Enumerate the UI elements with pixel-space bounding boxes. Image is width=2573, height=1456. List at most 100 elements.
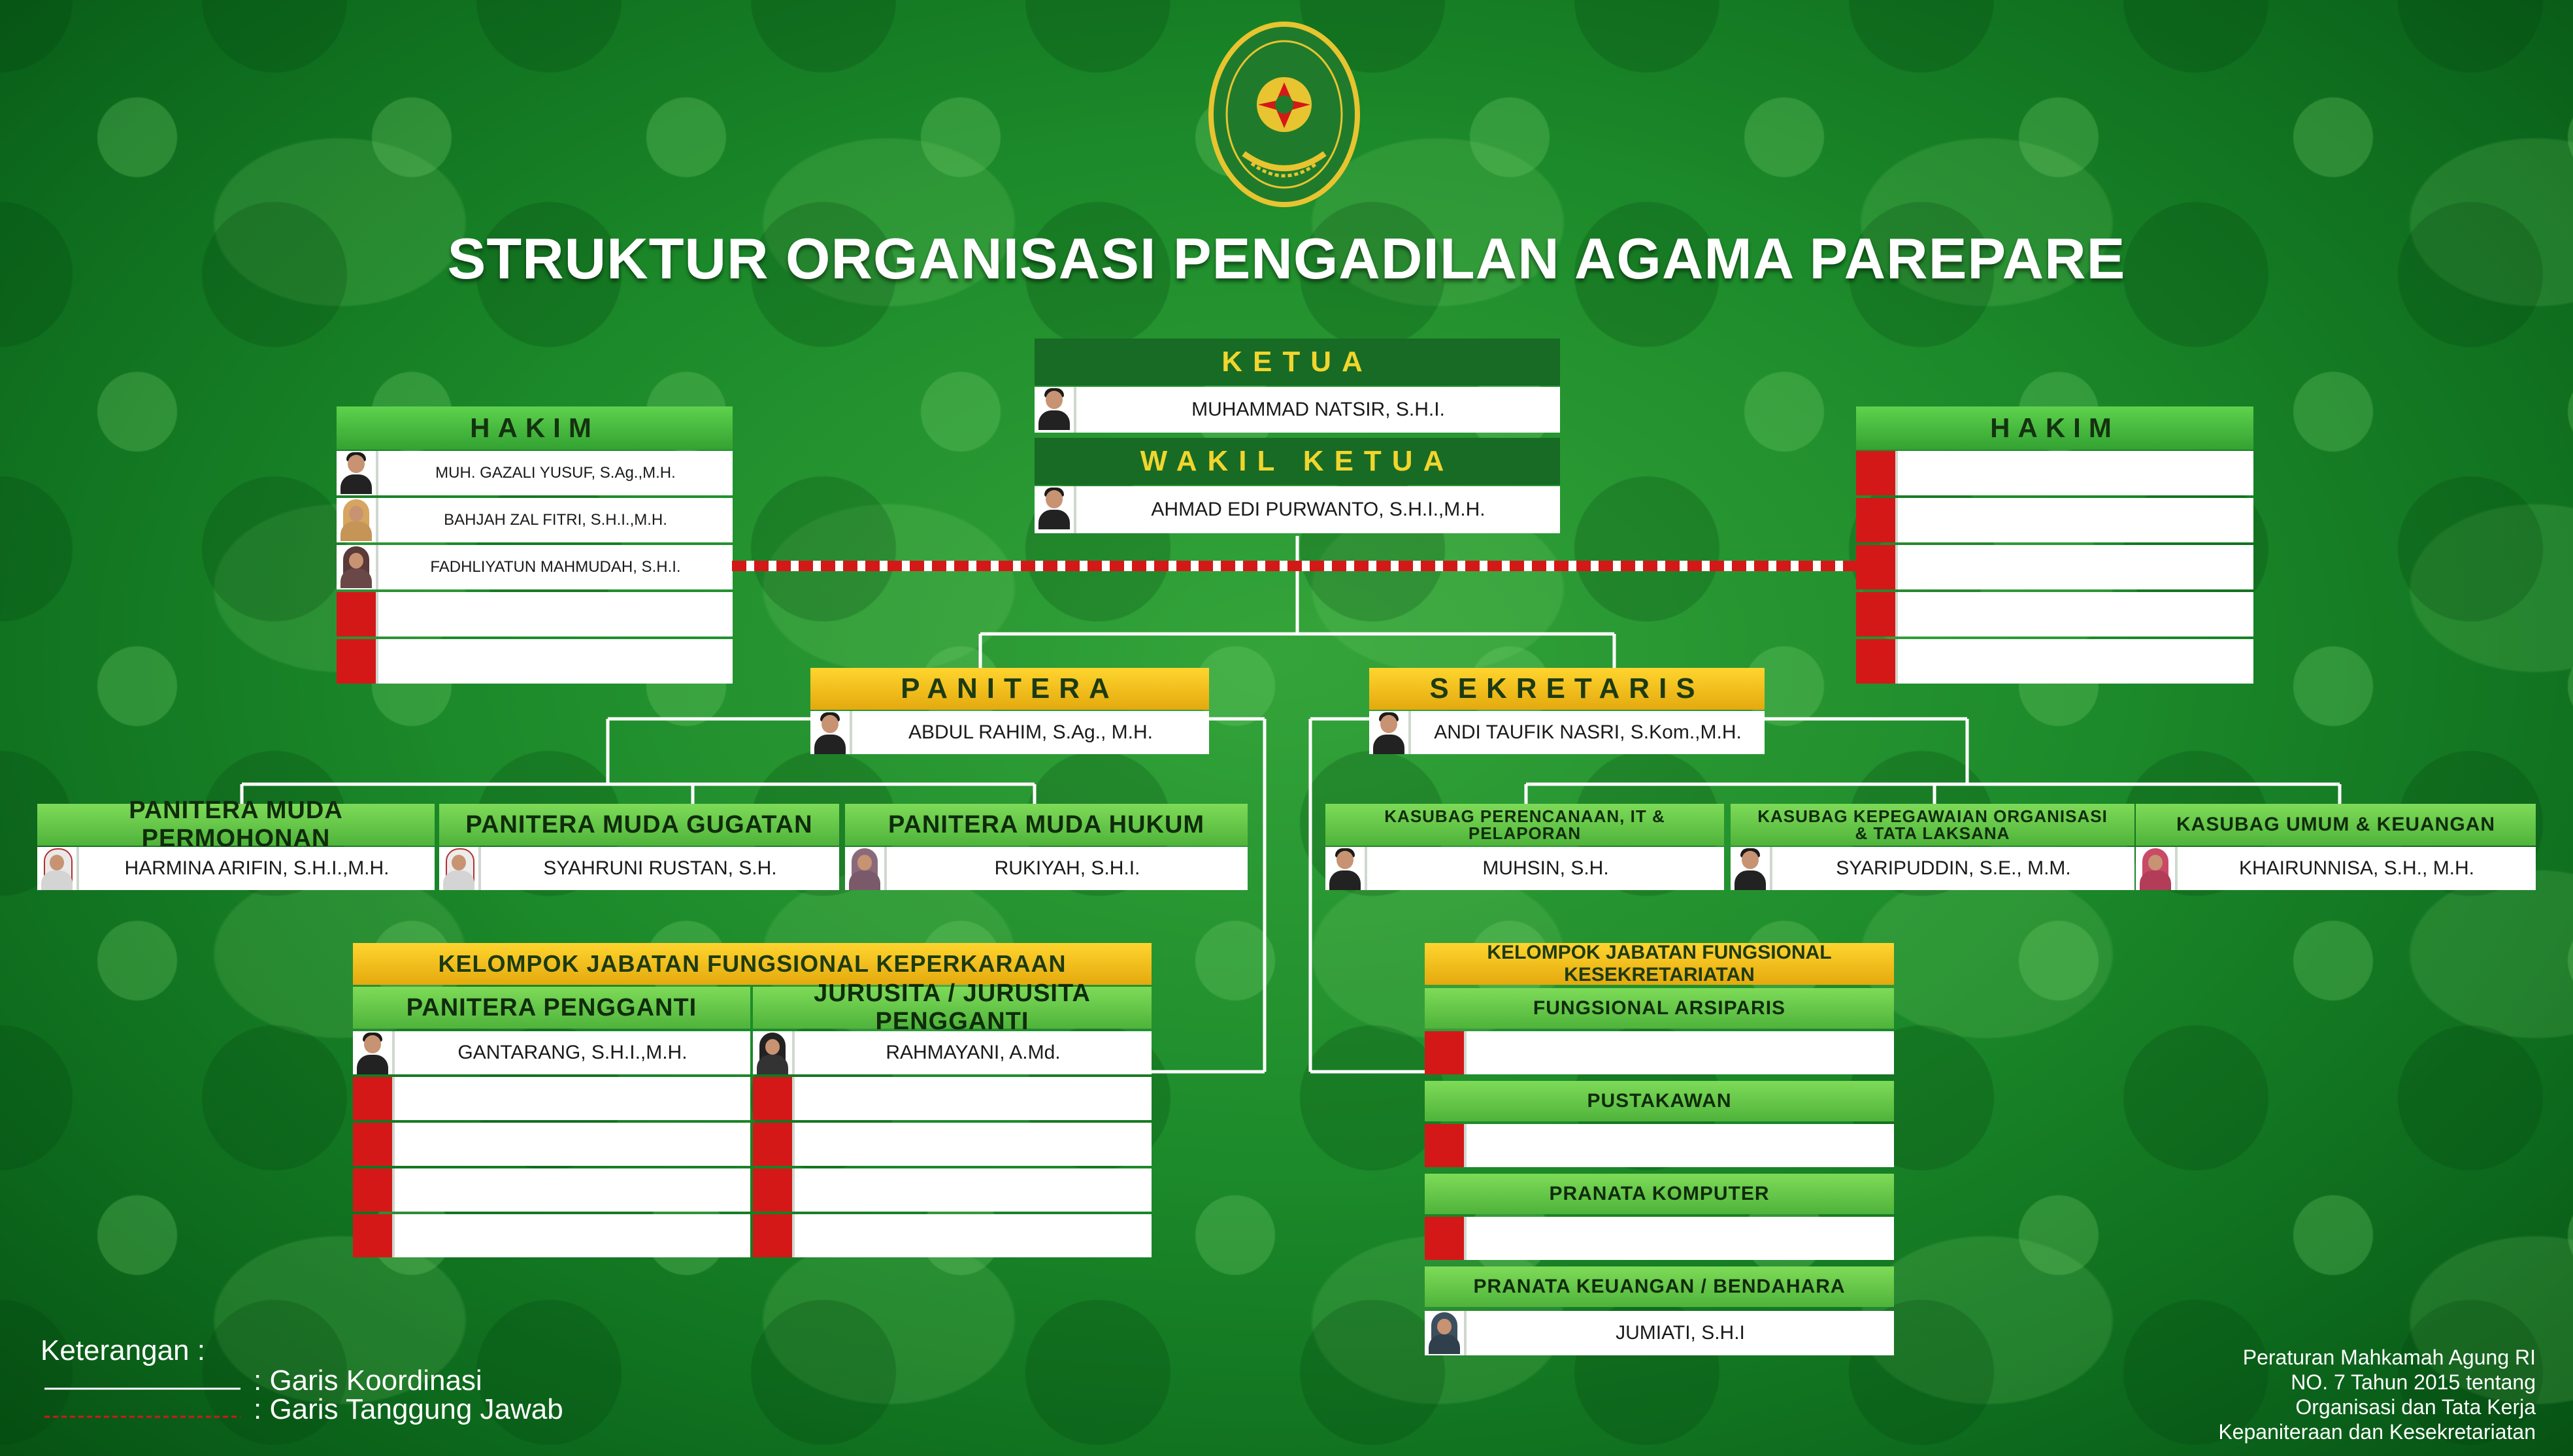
legend-label: Keterangan : [41, 1334, 205, 1366]
keperkaraan-header: KELOMPOK JABATAN FUNGSIONAL KEPERKARAAN [353, 943, 1152, 985]
pp-name: GANTARANG, S.H.I.,M.H. [392, 1031, 750, 1074]
empty-photo-slot [353, 1168, 392, 1212]
sekretaris-name: ANDI TAUFIK NASRI, S.Kom.,M.H. [1408, 711, 1765, 754]
ketua-name: MUHAMMAD NATSIR, S.H.I. [1074, 387, 1560, 433]
hakim-right-row-empty [1856, 592, 2253, 637]
hakim-left-list: MUH. GAZALI YUSUF, S.Ag.,M.H. BAHJAH ZAL… [337, 451, 733, 684]
kasubag-perencanaan-row: MUHSIN, S.H. [1325, 847, 1724, 890]
hakim-photo-avatar [337, 545, 376, 589]
hakim-right-row-empty [1856, 498, 2253, 542]
empty-photo-slot [353, 1077, 392, 1120]
hakim-name [1895, 545, 2253, 589]
panmud-hukum-row: RUKIYAH, S.H.I. [845, 847, 1248, 890]
kasubag-name: SYARIPUDDIN, S.E., M.M. [1770, 847, 2134, 890]
pp-name [392, 1077, 750, 1120]
ketua-row: MUHAMMAD NATSIR, S.H.I. [1035, 387, 1560, 433]
js-row-empty [753, 1214, 1152, 1257]
ketua-header: KETUA [1035, 339, 1560, 386]
hakim-left-row: FADHLIYATUN MAHMUDAH, S.H.I. [337, 545, 733, 589]
hakim-left-row-empty [337, 639, 733, 684]
panmud-photo-avatar [439, 847, 478, 890]
kasubag-perencanaan-header: KASUBAG PERENCANAAN, IT & PELAPORAN [1325, 804, 1724, 846]
sekretaris-row: ANDI TAUFIK NASRI, S.Kom.,M.H. [1369, 711, 1765, 754]
legend-solid-text: : Garis Koordinasi [254, 1365, 482, 1397]
panmud-gugatan-header: PANITERA MUDA GUGATAN [439, 804, 839, 846]
pp-row-empty [353, 1168, 750, 1212]
panmud-permohonan-row: HARMINA ARIFIN, S.H.I.,M.H. [37, 847, 435, 890]
pranata-komputer-header: PRANATA KOMPUTER [1425, 1174, 1894, 1214]
hakim-photo-avatar [337, 498, 376, 542]
empty-photo-slot [1425, 1124, 1464, 1167]
wakil-header: WAKIL KETUA [1035, 438, 1560, 485]
pp-photo-avatar [353, 1031, 392, 1074]
pp-row-empty [353, 1123, 750, 1166]
hakim-left-row: BAHJAH ZAL FITRI, S.H.I.,M.H. [337, 498, 733, 542]
hakim-name: MUH. GAZALI YUSUF, S.Ag.,M.H. [376, 451, 733, 495]
jurusita-list: RAHMAYANI, A.Md. [753, 1031, 1152, 1257]
panitera-row: ABDUL RAHIM, S.Ag., M.H. [810, 711, 1209, 754]
panmud-name: HARMINA ARIFIN, S.H.I.,M.H. [76, 847, 435, 890]
panmud-photo-avatar [845, 847, 884, 890]
regulation-line: Kepaniteraan dan Kesekretariatan [2218, 1420, 2536, 1444]
pustakawan-row-empty [1425, 1124, 1894, 1167]
kasubag-umum-header: KASUBAG UMUM & KEUANGAN [2136, 804, 2536, 846]
js-name: RAHMAYANI, A.Md. [792, 1031, 1152, 1074]
pp-name [392, 1168, 750, 1212]
hakim-name [1895, 451, 2253, 495]
hakim-name: BAHJAH ZAL FITRI, S.H.I.,M.H. [376, 498, 733, 542]
empty-photo-slot [337, 592, 376, 637]
kasubag-photo-avatar [1731, 847, 1770, 890]
pp-name [392, 1123, 750, 1166]
js-name [792, 1168, 1152, 1212]
pp-name [392, 1214, 750, 1257]
hakim-right-row-empty [1856, 545, 2253, 589]
hakim-photo-avatar [337, 451, 376, 495]
kasubag-name: KHAIRUNNISA, S.H., M.H. [2175, 847, 2536, 890]
hakim-name [1895, 639, 2253, 684]
js-row-empty [753, 1077, 1152, 1120]
pp-row: GANTARANG, S.H.I.,M.H. [353, 1031, 750, 1074]
js-row-empty [753, 1168, 1152, 1212]
empty-photo-slot [753, 1168, 792, 1212]
empty-photo-slot [753, 1214, 792, 1257]
js-photo-avatar [753, 1031, 792, 1074]
regulation-line: Organisasi dan Tata Kerja [2295, 1395, 2536, 1419]
hakim-right-row-empty [1856, 639, 2253, 684]
pranata-keuangan-photo-avatar [1425, 1311, 1464, 1355]
panitera-pengganti-list: GANTARANG, S.H.I.,M.H. [353, 1031, 750, 1257]
hakim-name [1895, 592, 2253, 637]
panmud-name: RUKIYAH, S.H.I. [884, 847, 1248, 890]
js-row: RAHMAYANI, A.Md. [753, 1031, 1152, 1074]
panmud-photo-avatar [37, 847, 76, 890]
empty-photo-slot [353, 1123, 392, 1166]
kasubag-kepegawaian-header: KASUBAG KEPEGAWAIAN ORGANISASI & TATA LA… [1731, 804, 2134, 846]
panmud-gugatan-row: SYAHRUNI RUSTAN, S.H. [439, 847, 839, 890]
arsiparis-name [1464, 1031, 1894, 1074]
hakim-left-row: MUH. GAZALI YUSUF, S.Ag.,M.H. [337, 451, 733, 495]
panitera-photo-avatar [810, 711, 850, 754]
empty-photo-slot [1425, 1217, 1464, 1260]
empty-photo-slot [753, 1077, 792, 1120]
pranata-keuangan-row: JUMIATI, S.H.I [1425, 1311, 1894, 1355]
sekretaris-photo-avatar [1369, 711, 1408, 754]
pustakawan-name [1464, 1124, 1894, 1167]
legend-dashed-text: : Garis Tanggung Jawab [254, 1393, 563, 1425]
empty-photo-slot [1856, 639, 1895, 684]
empty-photo-slot [1856, 451, 1895, 495]
hakim-name [376, 592, 733, 637]
court-emblem-logo [1208, 22, 1360, 207]
wakil-name: AHMAD EDI PURWANTO, S.H.I.,M.H. [1074, 486, 1560, 533]
panitera-name: ABDUL RAHIM, S.Ag., M.H. [850, 711, 1209, 754]
panitera-pengganti-header: PANITERA PENGGANTI [353, 987, 750, 1029]
empty-photo-slot [1856, 545, 1895, 589]
wakil-row: AHMAD EDI PURWANTO, S.H.I.,M.H. [1035, 486, 1560, 533]
kasubag-photo-avatar [2136, 847, 2175, 890]
hakim-left-header: HAKIM [337, 406, 733, 450]
sekretaris-header: SEKRETARIS [1369, 668, 1765, 710]
pranata-keuangan-name: JUMIATI, S.H.I [1464, 1311, 1894, 1355]
empty-photo-slot [1856, 498, 1895, 542]
wakil-photo-avatar [1035, 486, 1074, 533]
arsiparis-header: FUNGSIONAL ARSIPARIS [1425, 988, 1894, 1029]
regulation-note: Peraturan Mahkamah Agung RI NO. 7 Tahun … [2026, 1345, 2536, 1444]
